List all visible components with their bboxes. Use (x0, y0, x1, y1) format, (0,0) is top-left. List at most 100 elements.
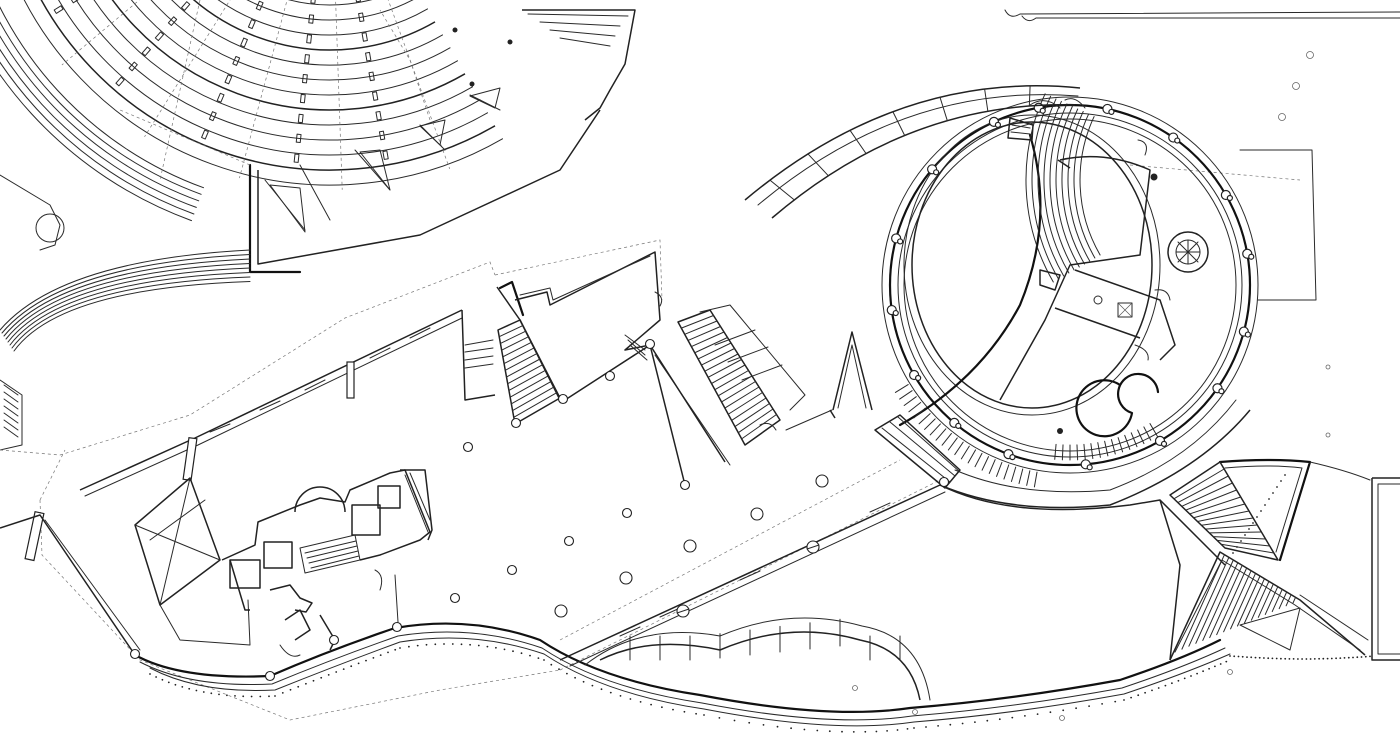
edge-dot (1309, 658, 1312, 660)
aisle-step (368, 71, 375, 82)
aisle-step (378, 130, 386, 141)
stair-tread (700, 348, 735, 366)
edge-dot (937, 725, 939, 727)
edge-dot (451, 643, 454, 645)
ring-column (1248, 253, 1255, 260)
edge-dot (733, 719, 736, 722)
band-tread (899, 390, 913, 400)
edge-dot (574, 676, 576, 679)
band-tread (1076, 444, 1079, 461)
ring-column (994, 121, 1002, 128)
aisle-step (181, 1, 191, 11)
step-line (0, 21, 202, 195)
column (563, 535, 575, 547)
ring-column (1218, 388, 1225, 395)
curved-step (11, 276, 251, 349)
edge-dot (961, 722, 964, 725)
edge-dot (619, 695, 622, 697)
tower-seat-row (1073, 113, 1096, 259)
edge-dot (841, 730, 843, 733)
edge-dot (1347, 656, 1350, 659)
band-tread (967, 449, 977, 464)
stair-tread (1237, 575, 1261, 627)
edge-dot (226, 694, 228, 697)
stair-tread (1181, 554, 1225, 650)
band-tread (908, 401, 922, 413)
edge-dot (609, 691, 612, 694)
edge-dot (1360, 656, 1363, 658)
edge-dot (1151, 689, 1153, 692)
seating-row (287, 0, 373, 6)
edge-dot (167, 681, 170, 684)
aisle-step (310, 0, 317, 4)
column (510, 417, 522, 429)
aisle-step (247, 19, 256, 30)
ring-column (1108, 108, 1115, 116)
stair-tread (1204, 524, 1258, 530)
edge-dot (195, 689, 198, 692)
edge-dot (234, 695, 236, 697)
edge-dot (181, 686, 184, 688)
band-tread (1033, 471, 1038, 488)
service-core (221, 469, 433, 657)
stair-tread (1216, 539, 1271, 547)
edge-dot (695, 712, 697, 715)
edge-dot (469, 643, 471, 646)
edge-dot (149, 673, 151, 675)
edge-dot (1225, 660, 1228, 663)
edge-dot (1190, 675, 1192, 677)
stair-tread (1185, 489, 1238, 511)
aisle-step (297, 113, 304, 124)
aisle-step (167, 16, 178, 26)
edge-dot (503, 648, 506, 651)
edge-dot (512, 650, 514, 653)
edge-dot (1036, 713, 1039, 715)
edge-dot (776, 725, 779, 728)
aisle-step (375, 110, 382, 121)
edge-dot (1275, 657, 1278, 660)
edge-dot (486, 645, 489, 648)
edge-dot (1352, 656, 1354, 659)
ring-column (1174, 137, 1181, 144)
seating-row (150, 0, 451, 81)
stair-tread (1188, 556, 1230, 647)
edge-dot (372, 657, 375, 659)
edge-dot (703, 714, 705, 716)
edge-dot (566, 672, 568, 675)
edge-dot (268, 695, 270, 698)
edge-dot (250, 695, 253, 698)
edge-dot (1276, 486, 1278, 488)
edge-dot (1369, 655, 1371, 658)
edge-dot (886, 730, 888, 732)
edge-dot (906, 728, 909, 730)
stair-tread (507, 364, 544, 385)
stair-tread (714, 370, 749, 391)
foyer-walls (0, 251, 873, 656)
stair-tread (737, 408, 774, 434)
right-wing (1169, 458, 1400, 661)
band-tread (1026, 470, 1031, 486)
band-tread (974, 452, 983, 468)
aisle-step (306, 34, 313, 44)
band-tread (1061, 444, 1064, 461)
column (391, 621, 403, 633)
edge-dot (327, 674, 330, 676)
edge-dot (1280, 657, 1282, 660)
edge-dot (828, 730, 831, 733)
edge-dot (1062, 709, 1065, 712)
stair-tread (1250, 580, 1270, 621)
tower-seat-row (1079, 116, 1101, 256)
edge-dot (1339, 657, 1342, 659)
round-tower (881, 93, 1317, 474)
column (938, 476, 950, 488)
edge-dot (790, 727, 792, 730)
seating-row (58, 0, 488, 156)
aisle-step (293, 153, 300, 163)
edge-dot (1123, 699, 1125, 701)
tower-seat-row (1067, 111, 1091, 262)
left-curved-steps (0, 174, 251, 451)
curved-step (7, 267, 251, 343)
edge-dot (1236, 546, 1238, 548)
edge-dot (1241, 655, 1244, 658)
edge-dot (320, 676, 323, 679)
